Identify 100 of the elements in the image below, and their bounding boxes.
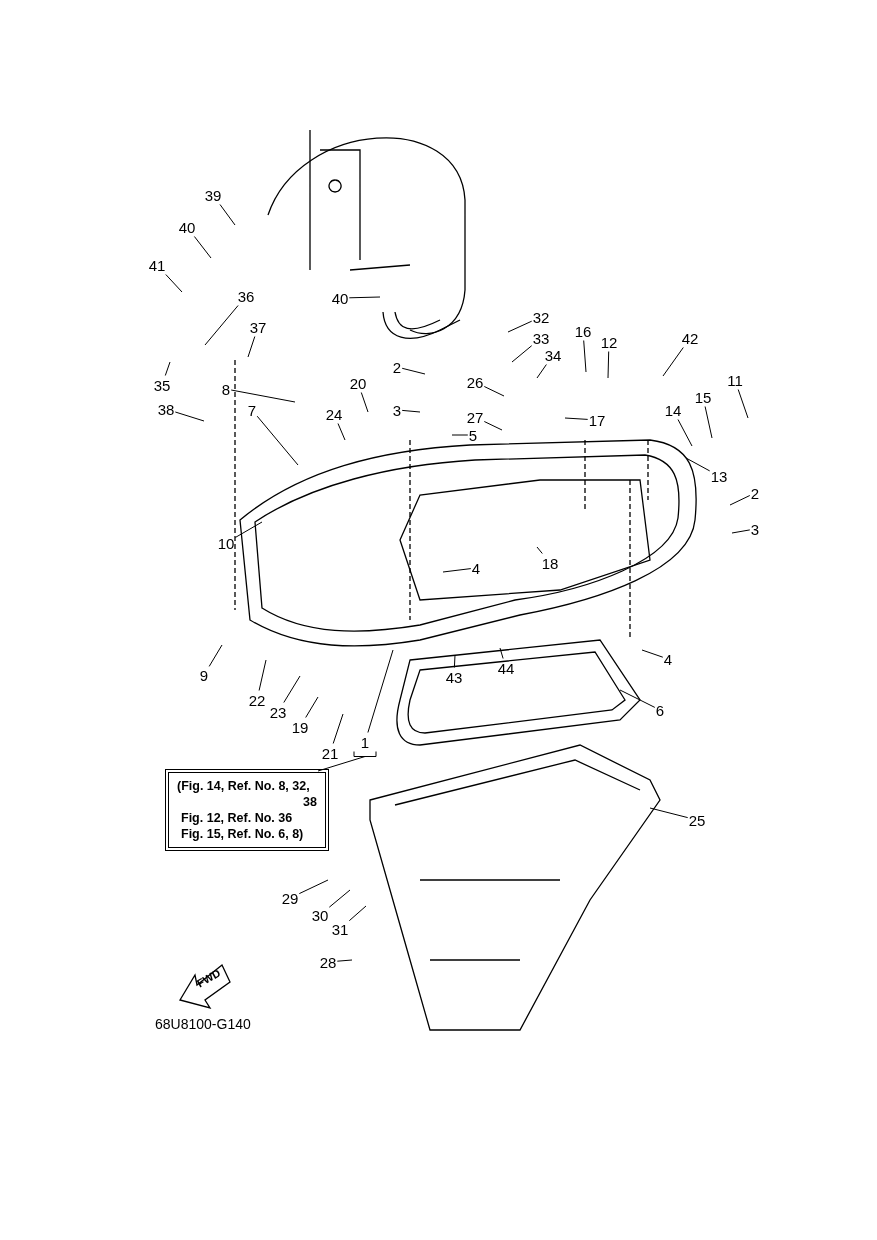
callout-number: 33 [532, 329, 550, 347]
reference-note: (Fig. 14, Ref. No. 8, 32, 38 [177, 778, 317, 810]
callout-number: 18 [541, 554, 559, 572]
direction-label: FWD [194, 966, 223, 990]
callout-number: 34 [544, 346, 562, 364]
leader-line [564, 417, 589, 420]
callout-number: 28 [319, 953, 337, 971]
leader-line [401, 367, 426, 375]
leader-line [641, 649, 664, 658]
leader-line [729, 495, 751, 506]
leader-line [305, 696, 319, 718]
callout-number: 41 [148, 256, 166, 274]
callout-number: 11 [727, 371, 743, 389]
leader-line [348, 296, 381, 299]
callout-number: 13 [710, 467, 728, 485]
leader-line [737, 389, 749, 419]
leader-line [360, 392, 369, 413]
leader-line [401, 409, 421, 413]
callout-number: 32 [532, 308, 550, 326]
callout-number: 26 [466, 373, 484, 391]
callout-number: 43 [445, 668, 463, 686]
leader-line [332, 713, 344, 744]
leader-line [256, 415, 299, 466]
leader-line [298, 879, 329, 895]
leader-line [583, 340, 587, 373]
leader-line [367, 649, 394, 733]
callout-number: 16 [574, 322, 592, 340]
leader-line [619, 689, 656, 708]
leader-line [204, 305, 239, 346]
callout-number: 29 [281, 889, 299, 907]
callout-number: 4 [663, 650, 673, 668]
leader-line [230, 389, 296, 403]
leader-line [507, 320, 533, 333]
callout-number: 8 [221, 380, 231, 398]
callout-number: 37 [249, 318, 267, 336]
leader-line [193, 236, 212, 259]
leader-line [283, 675, 301, 703]
callout-number: 30 [311, 906, 329, 924]
callout-number: 25 [688, 811, 706, 829]
leader-line [165, 274, 183, 293]
leader-line [731, 529, 751, 534]
callout-number: 39 [204, 186, 222, 204]
callout-number: 15 [694, 388, 712, 406]
callout-number: 36 [237, 287, 255, 305]
leader-line [453, 654, 456, 668]
callout-number: 24 [325, 405, 343, 423]
leader-line [174, 411, 205, 422]
callout-number: 42 [681, 329, 699, 347]
callout-number: 19 [291, 718, 309, 736]
callout-number: 9 [199, 666, 209, 684]
leader-line [607, 351, 610, 379]
callout-number: 12 [600, 333, 618, 351]
callout-number: 21 [321, 744, 339, 762]
callout-number: 10 [217, 534, 235, 552]
reference-note-box [168, 772, 326, 848]
leader-line [337, 423, 346, 441]
callout-number: 27 [466, 408, 484, 426]
callout-number: 2 [392, 358, 402, 376]
leader-line [662, 347, 684, 377]
callout-number: 44 [497, 659, 515, 677]
leader-line [649, 807, 689, 819]
leader-line [164, 361, 171, 376]
leader-line [704, 406, 713, 439]
callout-number: 3 [750, 520, 760, 538]
leader-line [247, 336, 256, 358]
leader-line [685, 457, 711, 472]
leader-line [208, 644, 223, 667]
leader-line [483, 386, 505, 397]
callout-number: 1 [360, 733, 370, 751]
drawing-number: 68U8100-G140 [155, 1016, 251, 1032]
callout-number: 23 [269, 703, 287, 721]
leader-line [511, 345, 533, 363]
leader-line [483, 421, 503, 431]
leader-line [336, 959, 353, 962]
leader-line [328, 889, 351, 908]
callout-number: 40 [178, 218, 196, 236]
callout-number: 5 [468, 426, 478, 444]
callout-number: 2 [750, 484, 760, 502]
leader-line [317, 751, 377, 772]
leader-line [258, 659, 267, 691]
callout-number: 7 [247, 401, 257, 419]
callout-number: 40 [331, 289, 349, 307]
reference-note: Fig. 15, Ref. No. 6, 8) [180, 826, 305, 842]
leader-line [442, 568, 472, 573]
callout-number: 20 [349, 374, 367, 392]
leader-line [234, 521, 263, 538]
leader-line [536, 546, 543, 554]
callout-number: 38 [157, 400, 175, 418]
callout-number: 4 [471, 559, 481, 577]
leader-line [677, 419, 693, 447]
callout-number: 22 [248, 691, 266, 709]
callout-number: 17 [588, 411, 606, 429]
callout-number: 3 [392, 401, 402, 419]
callout-number: 31 [331, 920, 349, 938]
callout-number: 35 [153, 376, 171, 394]
leader-line [348, 905, 367, 922]
leader-line [451, 434, 469, 436]
leader-line [499, 647, 504, 659]
leader-line [536, 364, 547, 379]
callout-number: 14 [664, 401, 682, 419]
